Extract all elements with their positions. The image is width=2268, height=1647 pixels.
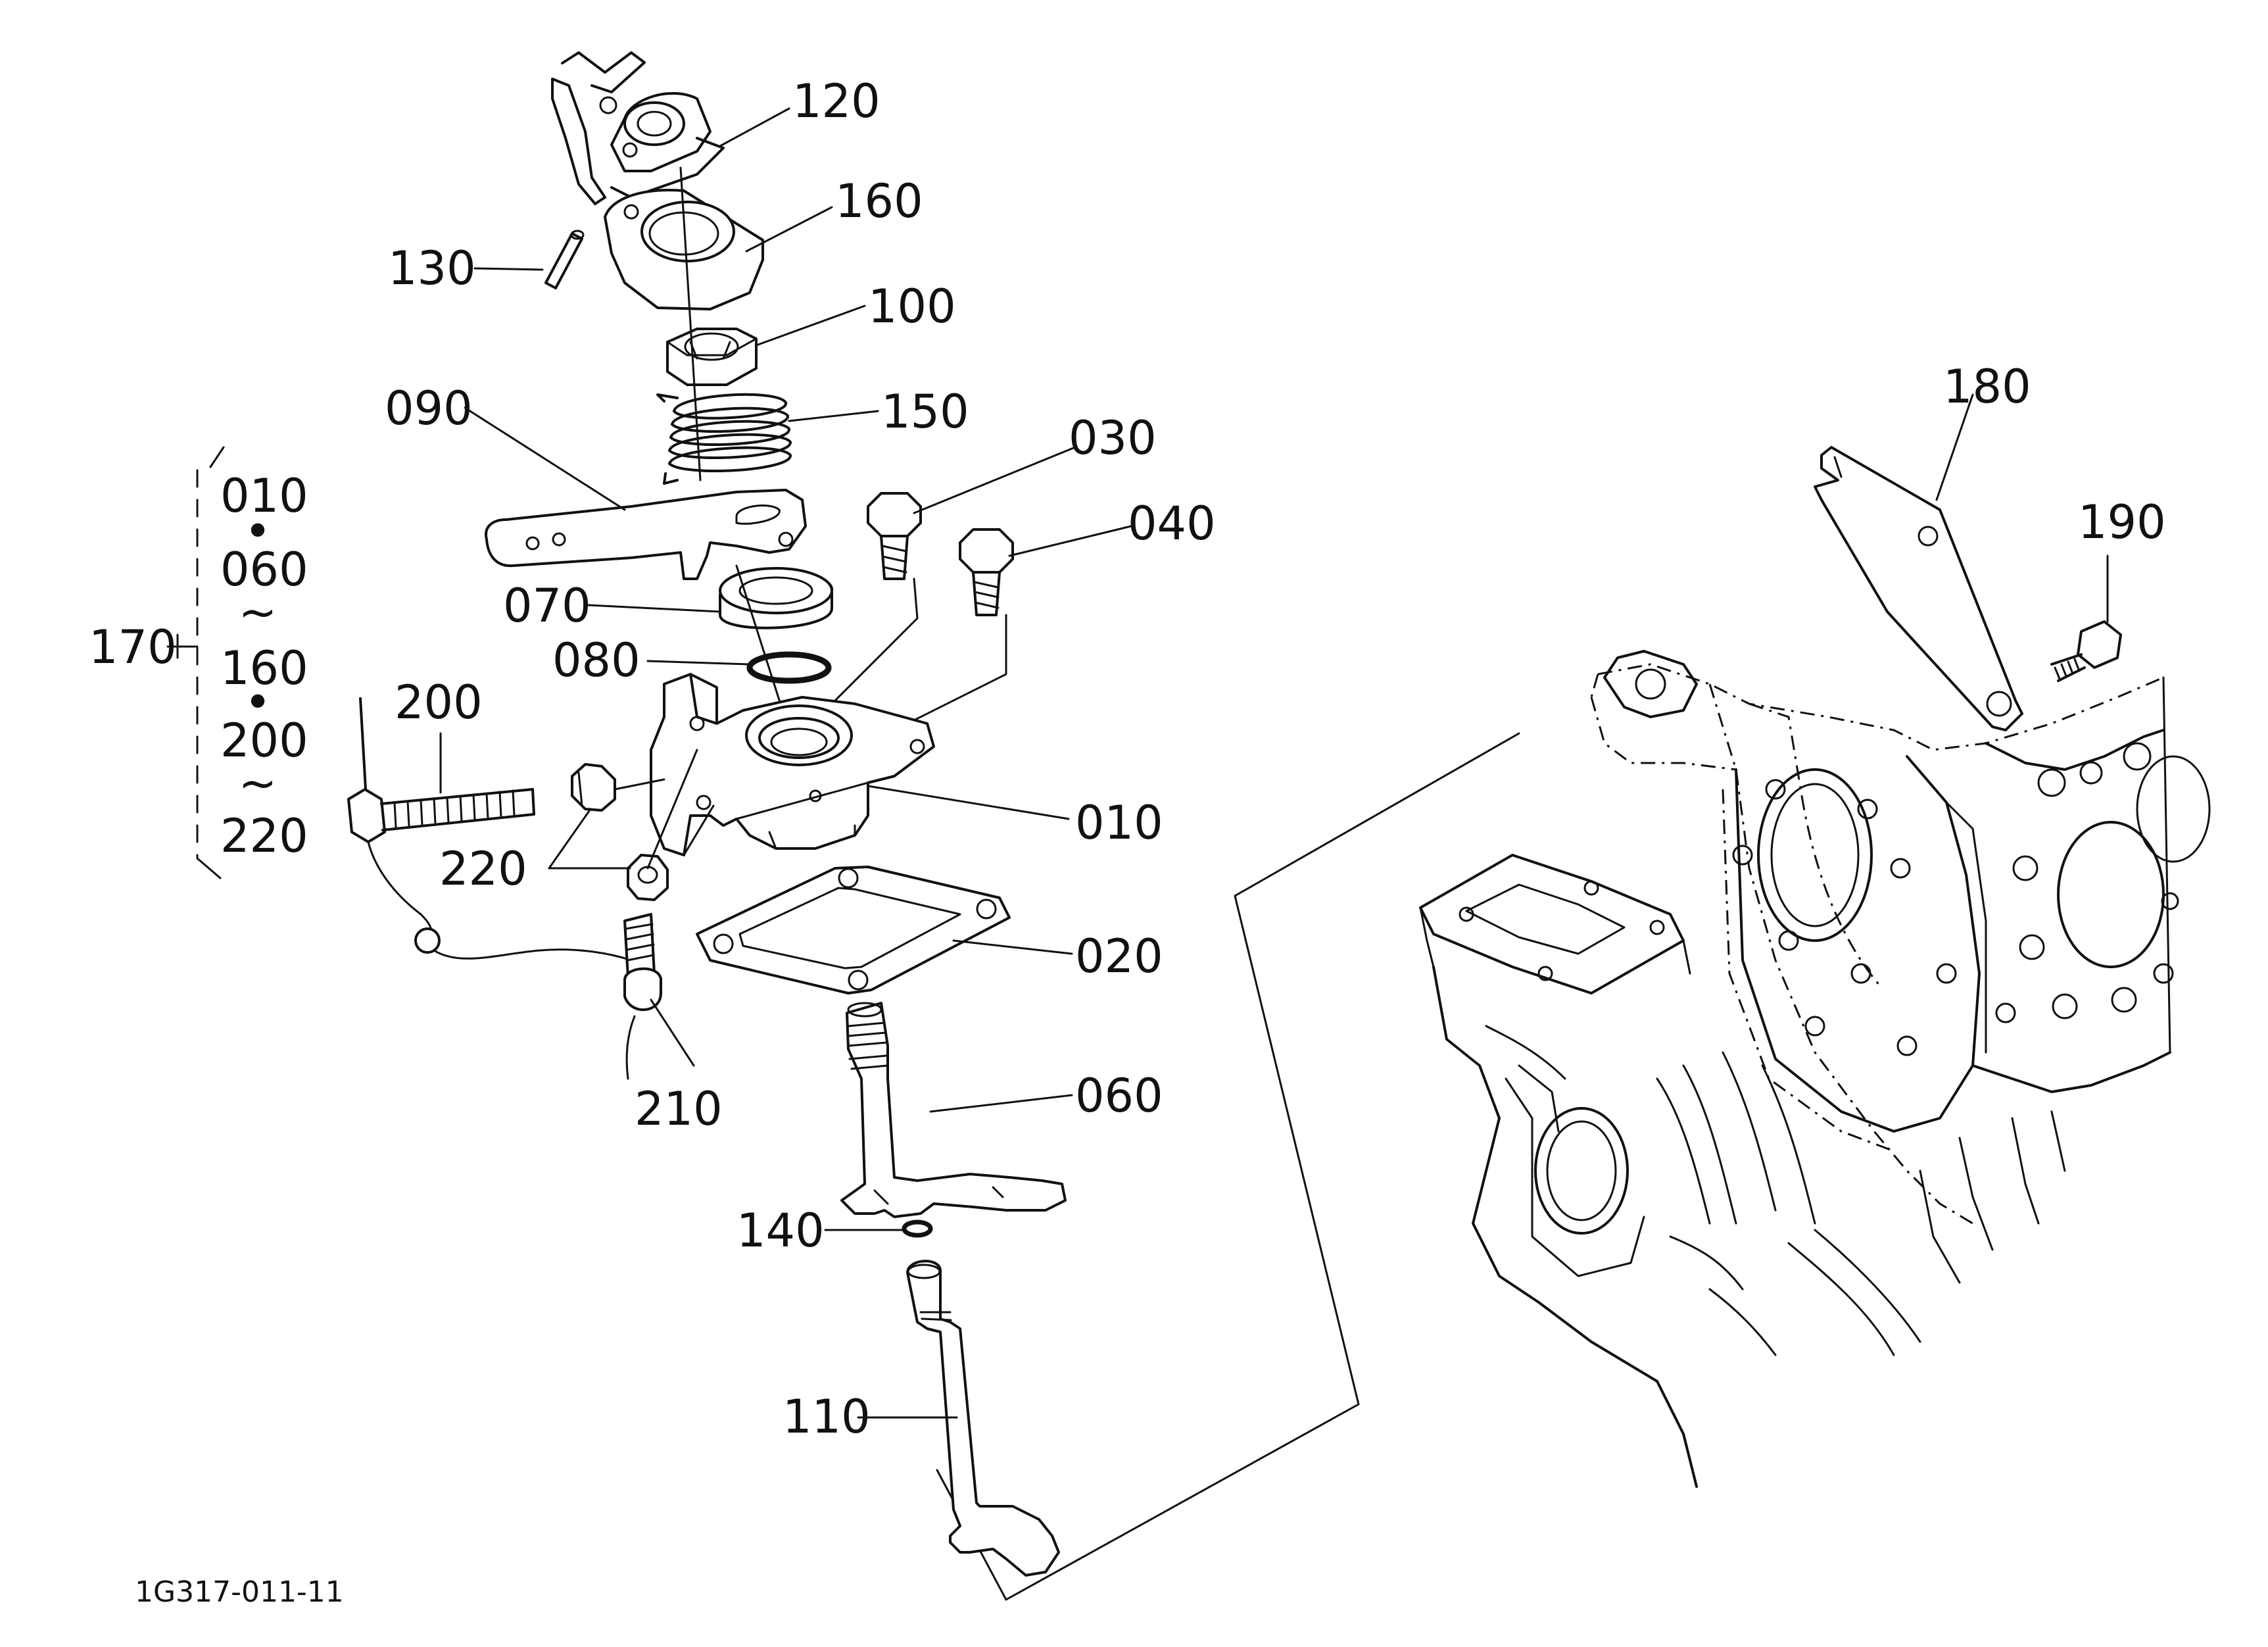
label-200: 200 <box>395 676 483 729</box>
label-180: 180 <box>1943 360 2031 414</box>
assembly-item-220: 220 <box>220 809 308 863</box>
label-140: 140 <box>736 1204 825 1258</box>
label-010: 010 <box>1075 796 1163 850</box>
part-labels: 120 160 130 100 090 150 030 040 070 080 … <box>89 74 2166 1609</box>
label-070: 070 <box>503 579 591 633</box>
assembly-bracket-170 <box>166 446 225 879</box>
lever-plate-090 <box>464 406 807 580</box>
mounting-frame-lines <box>936 732 1520 1601</box>
label-160: 160 <box>835 174 923 228</box>
circlip-140 <box>824 1219 933 1238</box>
housing-010 <box>650 673 1070 856</box>
assembly-item-010: 010 <box>220 469 308 523</box>
label-110: 110 <box>783 1390 871 1444</box>
shaft-110 <box>857 1260 1060 1577</box>
assembly-sep-4: ~ <box>239 756 277 810</box>
shaft-060 <box>840 1002 1073 1218</box>
diagram-code: 1G317-011-11 <box>135 1575 344 1609</box>
label-100: 100 <box>868 280 956 333</box>
stop-plate-180 <box>1814 393 2023 731</box>
bolt-190 <box>2050 554 2122 682</box>
gasket-020 <box>696 866 1073 995</box>
assembly-item-160: 160 <box>220 641 308 695</box>
label-220: 220 <box>439 842 527 896</box>
nut-220-b <box>548 749 715 901</box>
lever-120 <box>551 51 790 205</box>
assembly-sep-1: • <box>244 504 271 558</box>
pin-130 <box>473 230 585 289</box>
assembly-label-170: 170 <box>89 620 177 674</box>
bolt-030 <box>867 446 1076 580</box>
label-020: 020 <box>1075 929 1163 983</box>
label-030: 030 <box>1069 411 1157 465</box>
assembly-item-060: 060 <box>220 543 308 597</box>
shaft-centerline <box>679 166 1007 745</box>
label-090: 090 <box>385 381 473 435</box>
nut-220-a <box>571 763 665 812</box>
assembly-sep-3: • <box>244 676 271 729</box>
seal-screw-210 <box>359 697 695 1080</box>
label-080: 080 <box>552 633 640 687</box>
label-150: 150 <box>881 385 969 439</box>
label-190: 190 <box>2078 495 2166 549</box>
nut-100 <box>666 305 866 386</box>
bolt-200 <box>347 732 535 843</box>
bearing-070 <box>587 567 833 629</box>
engine-block <box>1419 650 2211 1488</box>
label-130: 130 <box>388 241 476 295</box>
label-120: 120 <box>792 74 881 128</box>
label-210: 210 <box>635 1082 723 1136</box>
label-040: 040 <box>1128 497 1216 551</box>
spring-150 <box>656 393 879 485</box>
assembly-sep-2: ~ <box>239 585 277 639</box>
holder-160 <box>604 189 833 310</box>
bolt-040 <box>959 525 1132 616</box>
o-ring-080 <box>646 651 832 684</box>
label-060: 060 <box>1075 1069 1163 1123</box>
assembly-item-200: 200 <box>220 714 308 768</box>
